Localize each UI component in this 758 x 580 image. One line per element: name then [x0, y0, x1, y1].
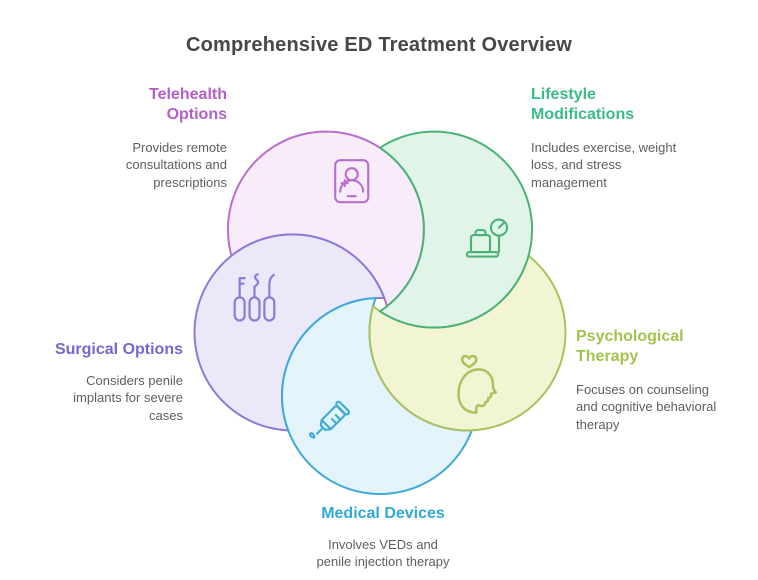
surgical-description: Considers penile implants for severe cas…	[73, 373, 183, 423]
medical-description: Involves VEDs and penile injection thera…	[316, 537, 450, 570]
page-title: Comprehensive ED Treatment Overview	[185, 34, 573, 56]
lifestyle-description: Includes exercise, weight loss, and stre…	[531, 140, 677, 190]
psychological-label: Psychological Therapy	[576, 328, 684, 366]
circle-lifestyle	[379, 130, 534, 329]
telehealth-label: Telehealth Options	[149, 86, 227, 124]
lifestyle-label: Lifestyle Modifications	[531, 86, 635, 124]
psychological-description: Focuses on counseling and cognitive beha…	[576, 382, 717, 432]
telehealth-description: Provides remote consultations and prescr…	[125, 140, 227, 190]
medical-label: Medical Devices	[321, 505, 445, 522]
surgical-label: Surgical Options	[54, 341, 183, 358]
